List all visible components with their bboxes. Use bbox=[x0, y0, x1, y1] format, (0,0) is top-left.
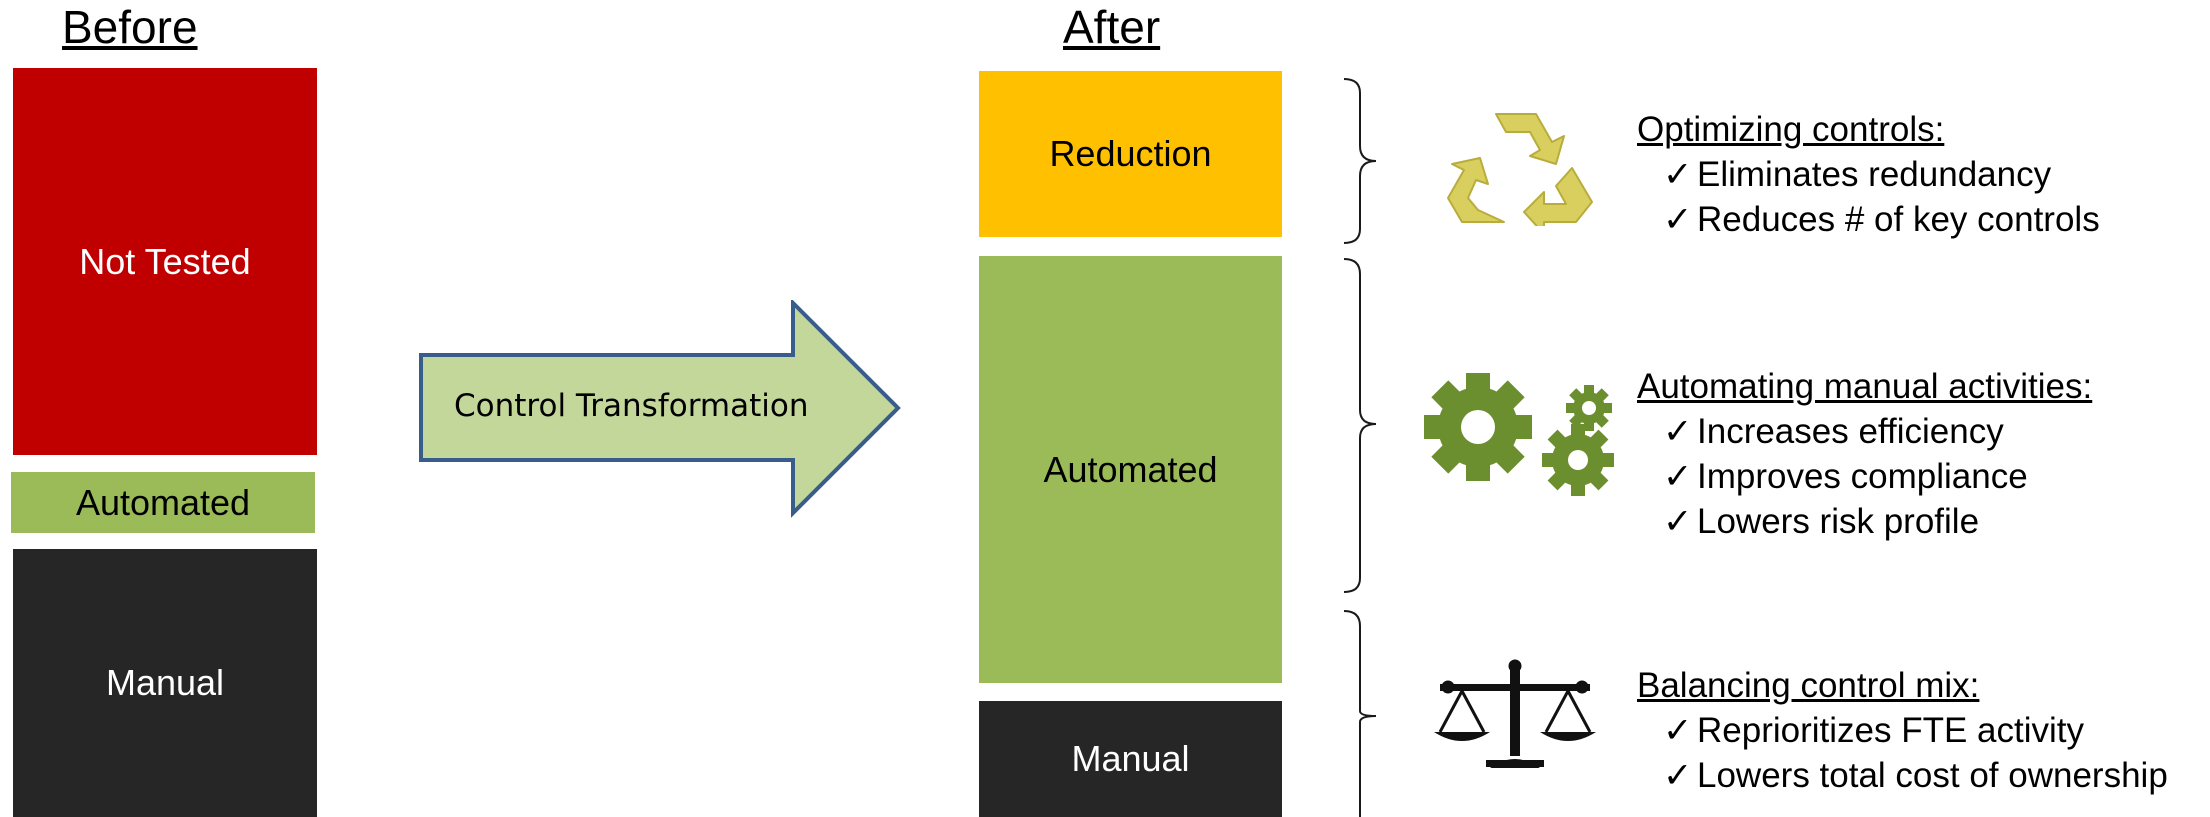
scales-icon bbox=[1430, 656, 1600, 770]
list-item: ✓Lowers risk profile bbox=[1637, 499, 2092, 544]
before-automated-block: Automated bbox=[11, 472, 315, 533]
list-item: ✓Reprioritizes FTE activity bbox=[1637, 708, 2168, 753]
check-icon: ✓ bbox=[1663, 502, 1693, 541]
transformation-arrow: Control Transformation bbox=[418, 300, 902, 518]
after-automated-block: Automated bbox=[979, 256, 1282, 683]
list-item: ✓Eliminates redundancy bbox=[1637, 152, 2100, 197]
after-manual-label: Manual bbox=[1071, 738, 1190, 779]
list-item-text: Lowers total cost of ownership bbox=[1697, 756, 2168, 795]
list-item: ✓Lowers total cost of ownership bbox=[1637, 753, 2168, 798]
before-automated-label: Automated bbox=[75, 481, 251, 523]
after-heading: After bbox=[1063, 1, 1161, 53]
list-item-text: Increases efficiency bbox=[1697, 412, 2004, 451]
list-item-text: Improves compliance bbox=[1697, 457, 2028, 496]
after-manual-block: Manual bbox=[979, 701, 1282, 817]
check-icon: ✓ bbox=[1663, 412, 1693, 451]
list-item: ✓Reduces # of key controls bbox=[1637, 197, 2100, 242]
callout-automating: Automating manual activities: ✓Increases… bbox=[1637, 364, 2092, 544]
after-reduction-label: Reduction bbox=[1049, 133, 1212, 174]
before-manual-label: Manual bbox=[105, 662, 225, 703]
brace-automated bbox=[1340, 256, 1390, 596]
list-item: ✓Improves compliance bbox=[1637, 454, 2092, 499]
before-heading: Before bbox=[62, 1, 198, 53]
before-manual-block: Manual bbox=[13, 549, 317, 817]
list-item-text: Reprioritizes FTE activity bbox=[1697, 711, 2085, 750]
callout-balancing: Balancing control mix: ✓Reprioritizes FT… bbox=[1637, 663, 2168, 798]
after-automated-label: Automated bbox=[1043, 448, 1218, 490]
callout-title: Balancing control mix: bbox=[1637, 666, 1980, 705]
before-not-tested-block: Not Tested bbox=[13, 68, 317, 455]
list-item: ✓Increases efficiency bbox=[1637, 409, 2092, 454]
callout-optimizing: Optimizing controls: ✓Eliminates redunda… bbox=[1637, 107, 2100, 242]
check-icon: ✓ bbox=[1663, 155, 1693, 194]
list-item-text: Lowers risk profile bbox=[1697, 502, 1980, 541]
check-icon: ✓ bbox=[1663, 756, 1693, 795]
list-item-text: Eliminates redundancy bbox=[1697, 155, 2052, 194]
before-not-tested-label: Not Tested bbox=[79, 240, 251, 282]
check-icon: ✓ bbox=[1663, 711, 1693, 750]
check-icon: ✓ bbox=[1663, 200, 1693, 239]
callout-title: Optimizing controls: bbox=[1637, 110, 1945, 149]
check-icon: ✓ bbox=[1663, 457, 1693, 496]
list-item-text: Reduces # of key controls bbox=[1697, 200, 2100, 239]
recycle-icon bbox=[1440, 106, 1600, 226]
brace-manual bbox=[1340, 608, 1390, 817]
brace-reduction bbox=[1340, 76, 1390, 246]
after-reduction-block: Reduction bbox=[979, 71, 1282, 237]
arrow-label: Control Transformation bbox=[454, 388, 809, 424]
callout-title: Automating manual activities: bbox=[1637, 367, 2093, 406]
gears-icon bbox=[1418, 372, 1620, 497]
arrow-shape bbox=[419, 300, 901, 518]
